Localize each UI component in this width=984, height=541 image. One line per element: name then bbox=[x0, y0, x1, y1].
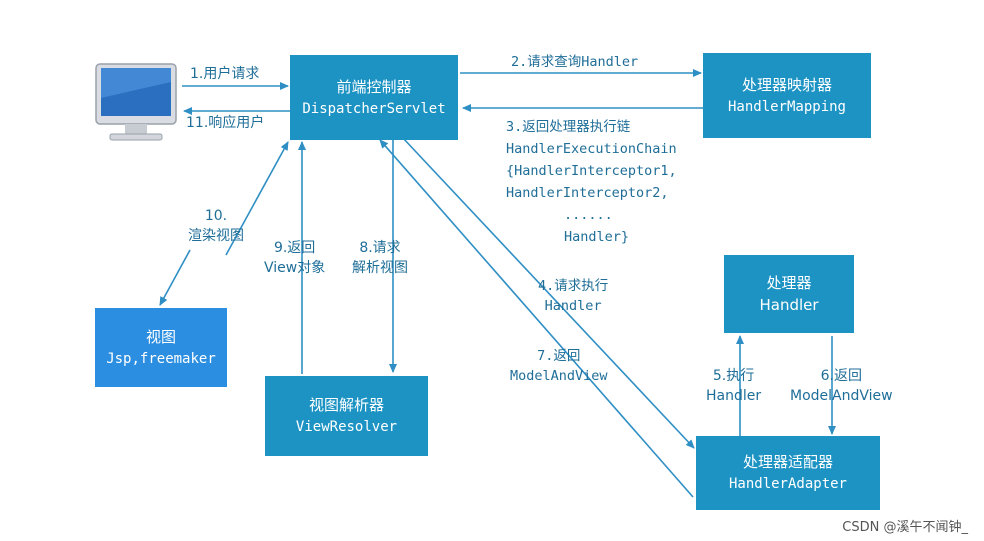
label-step-10-line-2: 渲染视图 bbox=[188, 228, 244, 244]
label-step-8-line-1: 8.请求 bbox=[359, 240, 401, 256]
label-step-9: 9.返回 View对象 bbox=[264, 238, 325, 278]
label-step-9-line-2: View对象 bbox=[264, 260, 326, 276]
label-step-10-line-1: 10. bbox=[204, 208, 228, 224]
mapping-cn-label: 处理器映射器 bbox=[741, 75, 832, 94]
handler-cn-label: 处理器 bbox=[766, 274, 812, 292]
label-step-3-line-6: Handler} bbox=[564, 229, 630, 245]
mapping-en-label: HandlerMapping bbox=[727, 98, 846, 115]
handler-en-label: Handler bbox=[759, 296, 819, 314]
adapter-en-label: HandlerAdapter bbox=[728, 476, 847, 492]
view-en-label: Jsp,freemaker bbox=[106, 350, 216, 367]
view-cn-label: 视图 bbox=[145, 327, 176, 346]
label-step-7-line-1: 7.返回 bbox=[537, 348, 581, 364]
label-step-2: 2.请求查询Handler bbox=[511, 54, 639, 70]
dispatcher-servlet-box: 前端控制器 DispatcherServlet bbox=[290, 55, 458, 140]
handler-box: 处理器 Handler bbox=[724, 255, 854, 333]
watermark: CSDN @溪午不闻钟_ bbox=[842, 520, 968, 535]
label-step-6-line-1: 6.返回 bbox=[820, 368, 862, 384]
resolver-en-label: ViewResolver bbox=[295, 419, 398, 435]
adapter-cn-label: 处理器适配器 bbox=[742, 453, 833, 471]
label-step-3-line-5: ...... bbox=[564, 207, 613, 223]
label-step-6: 6.返回 ModelAndView bbox=[790, 366, 893, 406]
dispatcher-en-label: DispatcherServlet bbox=[302, 100, 446, 117]
resolver-cn-label: 视图解析器 bbox=[308, 396, 384, 414]
label-step-11: 11.响应用户 bbox=[186, 115, 265, 131]
arrow-10-render-view-up bbox=[225, 141, 289, 256]
label-step-1: 1.用户请求 bbox=[190, 66, 260, 82]
view-box: 视图 Jsp,freemaker bbox=[95, 308, 227, 387]
computer-monitor-icon bbox=[95, 63, 177, 141]
label-step-4-line-1: 4.请求执行 bbox=[538, 278, 609, 294]
label-step-10: 10. 渲染视图 bbox=[188, 206, 244, 246]
label-step-3-line-2: HandlerExecutionChain bbox=[506, 141, 677, 157]
label-step-3-line-3: {HandlerInterceptor1, bbox=[506, 163, 677, 179]
label-step-3: 3.返回处理器执行链 HandlerExecutionChain {Handle… bbox=[506, 116, 677, 248]
label-step-6-line-2: ModelAndView bbox=[790, 388, 893, 404]
arrow-4-execute-handler bbox=[401, 136, 695, 449]
label-step-4-line-2: Handler bbox=[544, 298, 602, 314]
arrow-7-return-modelandview bbox=[379, 139, 694, 498]
arrow-10-render-view-down bbox=[159, 249, 191, 306]
label-step-8: 8.请求 解析视图 bbox=[352, 238, 408, 278]
label-step-3-line-1: 3.返回处理器执行链 bbox=[506, 119, 631, 135]
label-step-5-line-1: 5.执行 bbox=[712, 368, 755, 384]
label-step-8-line-2: 解析视图 bbox=[352, 260, 408, 276]
label-step-5: 5.执行 Handler bbox=[706, 366, 761, 406]
handler-mapping-box: 处理器映射器 HandlerMapping bbox=[703, 53, 871, 138]
label-step-7: 7.返回 ModelAndView bbox=[510, 346, 608, 386]
label-step-5-line-2: Handler bbox=[706, 388, 762, 404]
dispatcher-cn-label: 前端控制器 bbox=[336, 77, 412, 96]
label-step-9-line-1: 9.返回 bbox=[273, 240, 316, 256]
view-resolver-box: 视图解析器 ViewResolver bbox=[265, 376, 428, 456]
label-step-4: 4.请求执行 Handler bbox=[538, 276, 608, 316]
label-step-7-line-2: ModelAndView bbox=[510, 368, 608, 384]
handler-adapter-box: 处理器适配器 HandlerAdapter bbox=[696, 436, 880, 510]
label-step-3-line-4: HandlerInterceptor2, bbox=[506, 185, 669, 201]
